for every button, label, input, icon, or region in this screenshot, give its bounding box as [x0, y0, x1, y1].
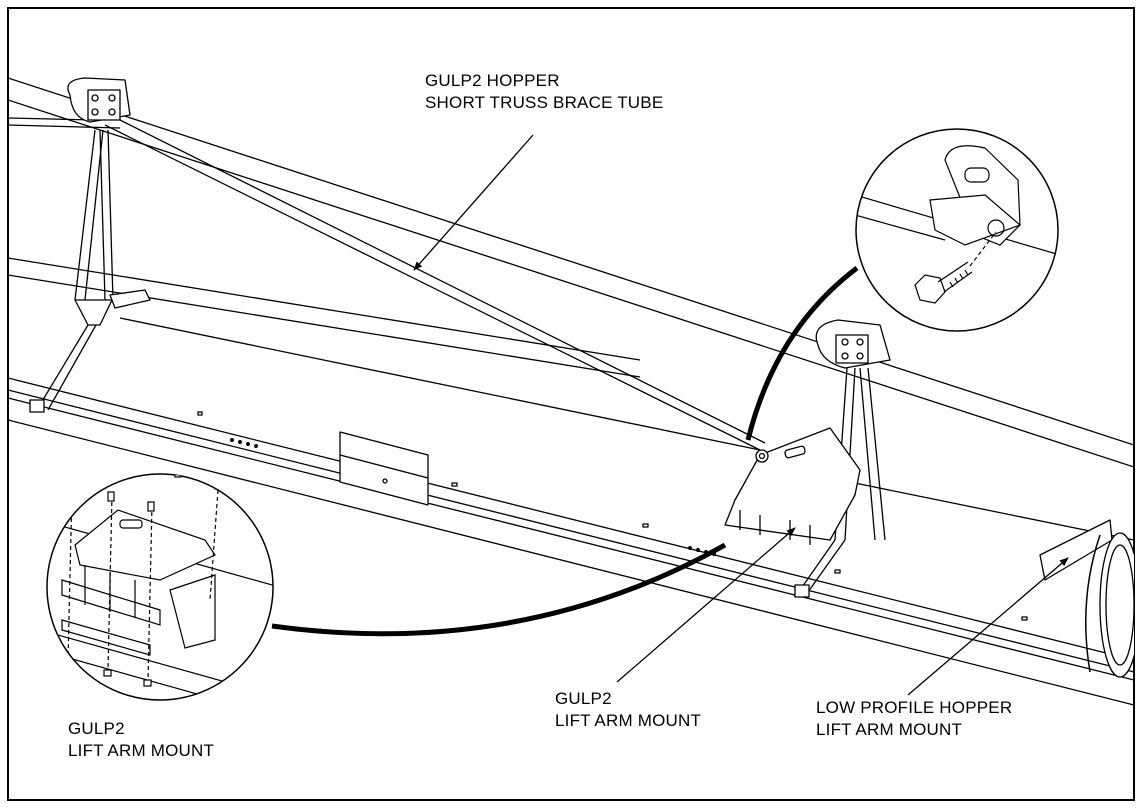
- gulp2-mount-leader: [616, 527, 796, 683]
- low-profile-mount-label-line1: LOW PROFILE HOPPER: [816, 698, 1013, 717]
- truss-brace-label-line1: GULP2 HOPPER: [425, 71, 560, 90]
- gulp2-mount-label-line1: GULP2: [555, 689, 612, 708]
- right-truss-tower: [794, 319, 891, 598]
- low-profile-hopper-mount-part: [1039, 519, 1134, 678]
- left-truss-tower: [29, 77, 151, 413]
- detail-callout-arc-left: [271, 542, 727, 637]
- short-truss-brace-tube: [104, 115, 766, 451]
- detail-callout-arc-right: [745, 266, 859, 441]
- low-profile-mount-leader: [907, 557, 1069, 696]
- gulp2-detail-label-line1: GULP2: [68, 719, 125, 738]
- truss-brace-label: GULP2 HOPPER SHORT TRUSS BRACE TUBE: [425, 70, 663, 114]
- tube-collar: [339, 431, 429, 506]
- low-profile-mount-label-line2: LIFT ARM MOUNT: [816, 720, 963, 739]
- auger-tube: [8, 317, 1134, 706]
- low-profile-mount-label: LOW PROFILE HOPPER LIFT ARM MOUNT: [816, 697, 1012, 741]
- gulp2-mount-label: GULP2 LIFT ARM MOUNT: [555, 688, 701, 732]
- gulp2-mount-label-line2: LIFT ARM MOUNT: [555, 711, 702, 730]
- bolt-attachment-detail-view: [855, 128, 1059, 332]
- truss-cable-lines: [8, 77, 1134, 468]
- gulp2-detail-label: GULP2 LIFT ARM MOUNT: [68, 718, 214, 762]
- truss-brace-leader: [413, 134, 534, 271]
- gulp2-detail-label-line2: LIFT ARM MOUNT: [68, 741, 215, 760]
- truss-brace-label-line2: SHORT TRUSS BRACE TUBE: [425, 93, 664, 112]
